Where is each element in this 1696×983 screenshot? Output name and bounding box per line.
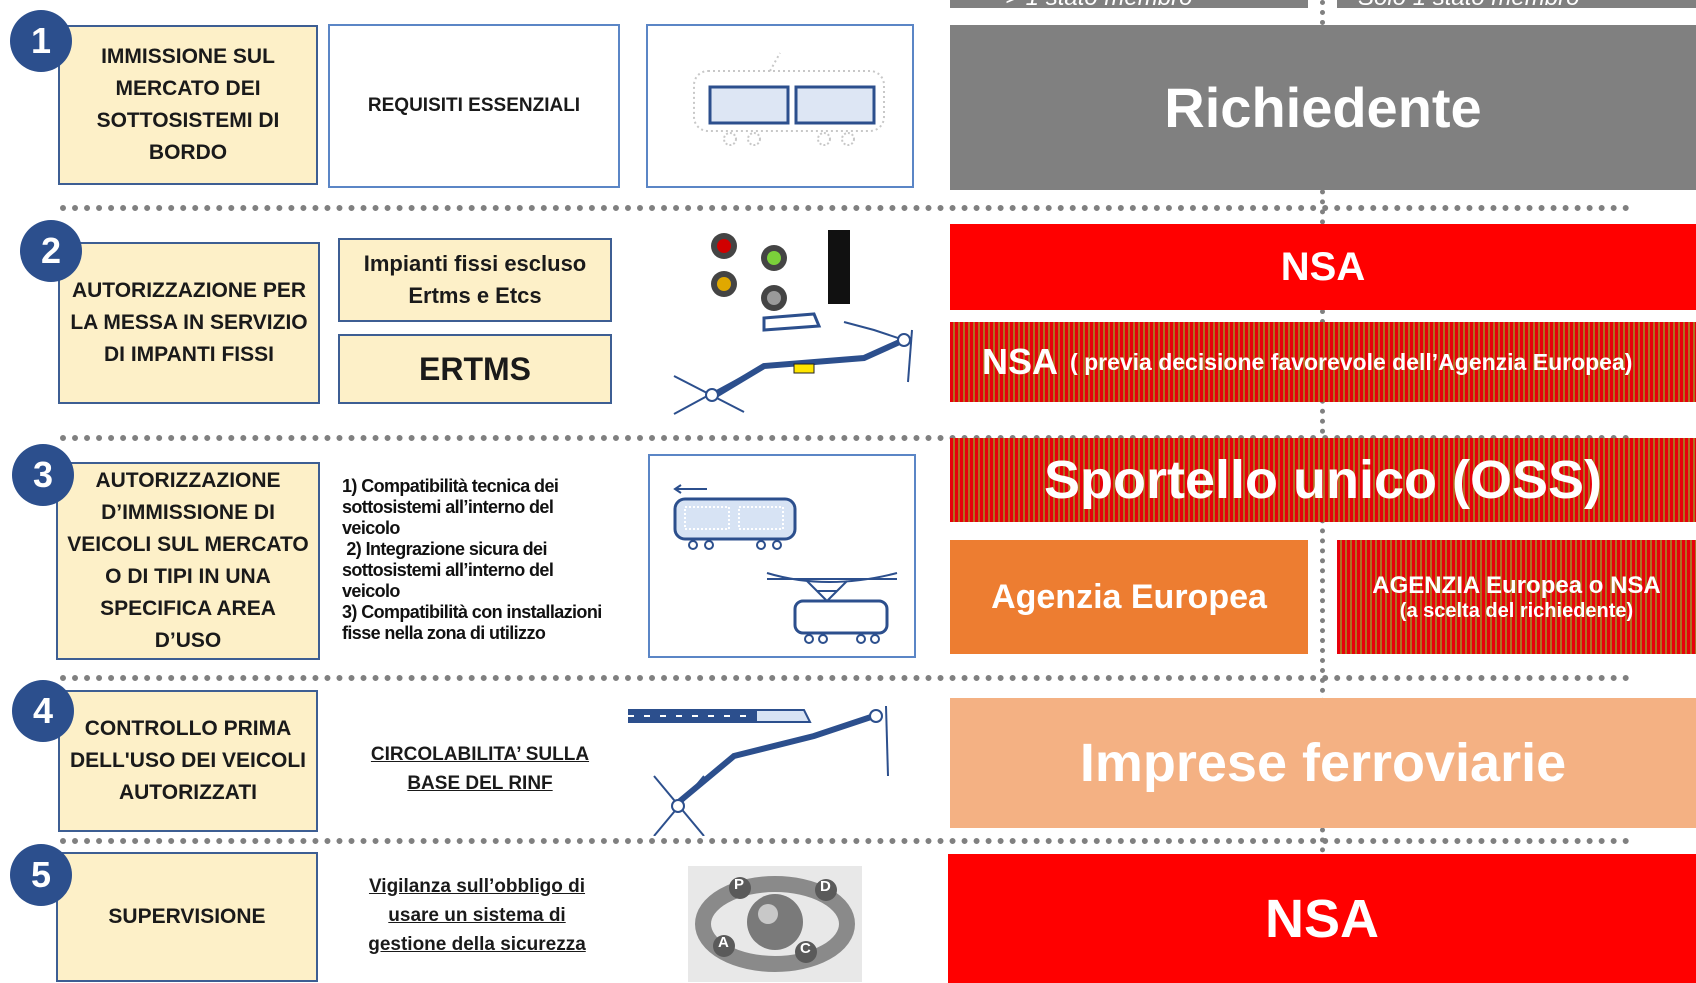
step-3-image-box xyxy=(648,454,916,658)
authority-agenzia-or-nsa-label: AGENZIA Europea o NSA xyxy=(1372,571,1661,599)
authority-nsa-fixed: NSA xyxy=(950,224,1696,310)
step-2-requirement-a: Impianti fissi escluso Ertms e Etcs xyxy=(363,251,587,308)
step-4-requirement: CIRCOLABILITA’ SULLA BASE DEL RINF xyxy=(350,740,610,798)
track-switch-icon xyxy=(628,705,889,836)
step-5-box: SUPERVISIONE xyxy=(56,852,318,982)
step-1-number: 1 xyxy=(30,20,52,61)
step-1-requirement-box: REQUISITI ESSENZIALI xyxy=(328,24,620,188)
step-3-requirement-line: sottosistemi all’interno del xyxy=(342,560,554,580)
step-5-requirement-label: Vigilanza sull’obbligo di usare un siste… xyxy=(368,876,586,955)
header-right-label: Solo 1 stato membro xyxy=(1358,0,1579,12)
pdca-cycle-image: P D C A xyxy=(688,866,862,982)
step-5-requirement: Vigilanza sull’obbligo di usare un siste… xyxy=(352,872,602,959)
authority-oss: Sportello unico (OSS) xyxy=(950,438,1696,522)
step-3-requirement-line: veicolo xyxy=(342,581,400,601)
step-3-requirement-line: veicolo xyxy=(342,518,400,538)
authority-agenzia-europea: Agenzia Europea xyxy=(950,540,1308,654)
step-1-image-box xyxy=(646,24,914,188)
step-3-requirement-line: 2) Integrazione sicura dei xyxy=(342,539,547,559)
authority-imprese-label: Imprese ferroviarie xyxy=(1079,733,1567,793)
pdca-letter: D xyxy=(820,878,831,895)
step-2-number: 2 xyxy=(40,230,62,271)
row-separator xyxy=(60,838,1630,844)
step-2-requirement-a-box: Impianti fissi escluso Ertms e Etcs xyxy=(338,238,612,322)
step-2-requirement-b: ERTMS xyxy=(419,350,531,387)
step-5-number: 5 xyxy=(30,854,52,895)
step-3-title: AUTORIZZAZIONE D’IMMISSIONE DI VEICOLI S… xyxy=(67,469,309,652)
authority-nsa-ertms-label: NSA xyxy=(982,341,1059,382)
step-1-requirement: REQUISITI ESSENZIALI xyxy=(367,95,581,116)
authority-richiedente: Richiedente xyxy=(950,25,1696,190)
step-5-badge: 5 xyxy=(10,844,72,906)
step-4-number: 4 xyxy=(32,690,54,731)
authority-nsa-ertms: NSA ( previa decisione favorevole dell’A… xyxy=(950,322,1696,402)
authority-nsa-fixed-label: NSA xyxy=(1280,244,1366,289)
step-4-requirement-label: CIRCOLABILITA’ SULLA BASE DEL RINF xyxy=(370,744,590,794)
authority-nsa-ertms-note: ( previa decisione favorevole dell’Agenz… xyxy=(1070,348,1633,375)
authority-agenzia-or-nsa-note: (a scelta del richiedente) xyxy=(1399,599,1634,622)
step-1-title: IMMISSIONE SUL MERCATO DEI SOTTOSISTEMI … xyxy=(96,45,280,164)
step-3-requirements: 1) Compatibilità tecnica dei sottosistem… xyxy=(342,476,642,644)
step-1-box: IMMISSIONE SUL MERCATO DEI SOTTOSISTEMI … xyxy=(58,25,318,185)
authority-agenzia-europea-label: Agenzia Europea xyxy=(991,577,1267,616)
pdca-letter: A xyxy=(718,934,729,951)
step-3-requirement-line: 3) Compatibilità con installazioni xyxy=(342,602,602,622)
authority-nsa-supervision: NSA xyxy=(948,854,1696,983)
header-right-bar xyxy=(1337,0,1696,8)
step-3-box: AUTORIZZAZIONE D’IMMISSIONE DI VEICOLI S… xyxy=(56,462,320,660)
row-separator xyxy=(60,435,1630,441)
step-4-box: CONTROLLO PRIMA DELL'USO DEI VEICOLI AUT… xyxy=(58,690,318,832)
step-4-badge: 4 xyxy=(12,680,74,742)
signals-and-switch-icon xyxy=(673,230,913,415)
step-2-box: AUTORIZZAZIONE PER LA MESSA IN SERVIZIO … xyxy=(58,242,320,404)
step-3-requirement-line: 1) Compatibilità tecnica dei xyxy=(342,476,559,496)
authority-imprese: Imprese ferroviarie xyxy=(950,698,1696,828)
step-3-requirement-line: sottosistemi all’interno del xyxy=(342,497,554,517)
step-2-title: AUTORIZZAZIONE PER LA MESSA IN SERVIZIO … xyxy=(70,279,308,366)
authority-oss-label: Sportello unico (OSS) xyxy=(1043,450,1602,510)
step-3-number: 3 xyxy=(32,454,54,495)
pdca-letter: P xyxy=(734,876,745,893)
tram-icon xyxy=(693,52,885,146)
step-1-badge: 1 xyxy=(10,10,72,72)
authority-agenzia-or-nsa: AGENZIA Europea o NSA (a scelta del rich… xyxy=(1337,540,1696,654)
step-5-title: SUPERVISIONE xyxy=(108,905,266,928)
header-left-bar xyxy=(950,0,1308,8)
authority-richiedente-label: Richiedente xyxy=(1164,76,1482,139)
row-separator xyxy=(60,675,1630,681)
step-3-badge: 3 xyxy=(12,444,74,506)
train-and-pantograph-icon xyxy=(673,484,898,644)
row-separator xyxy=(60,205,1630,211)
step-3-requirement-line: fisse nella zona di utilizzo xyxy=(342,623,546,643)
step-2-requirement-b-box: ERTMS xyxy=(338,334,612,404)
step-2-badge: 2 xyxy=(20,220,82,282)
pdca-letter: C xyxy=(800,940,811,957)
pdca-cycle-icon xyxy=(695,876,855,972)
header-left-label: > 1 stato membro xyxy=(1005,0,1192,12)
authority-nsa-supervision-label: NSA xyxy=(1264,888,1379,949)
step-4-title: CONTROLLO PRIMA DELL'USO DEI VEICOLI AUT… xyxy=(69,717,306,804)
